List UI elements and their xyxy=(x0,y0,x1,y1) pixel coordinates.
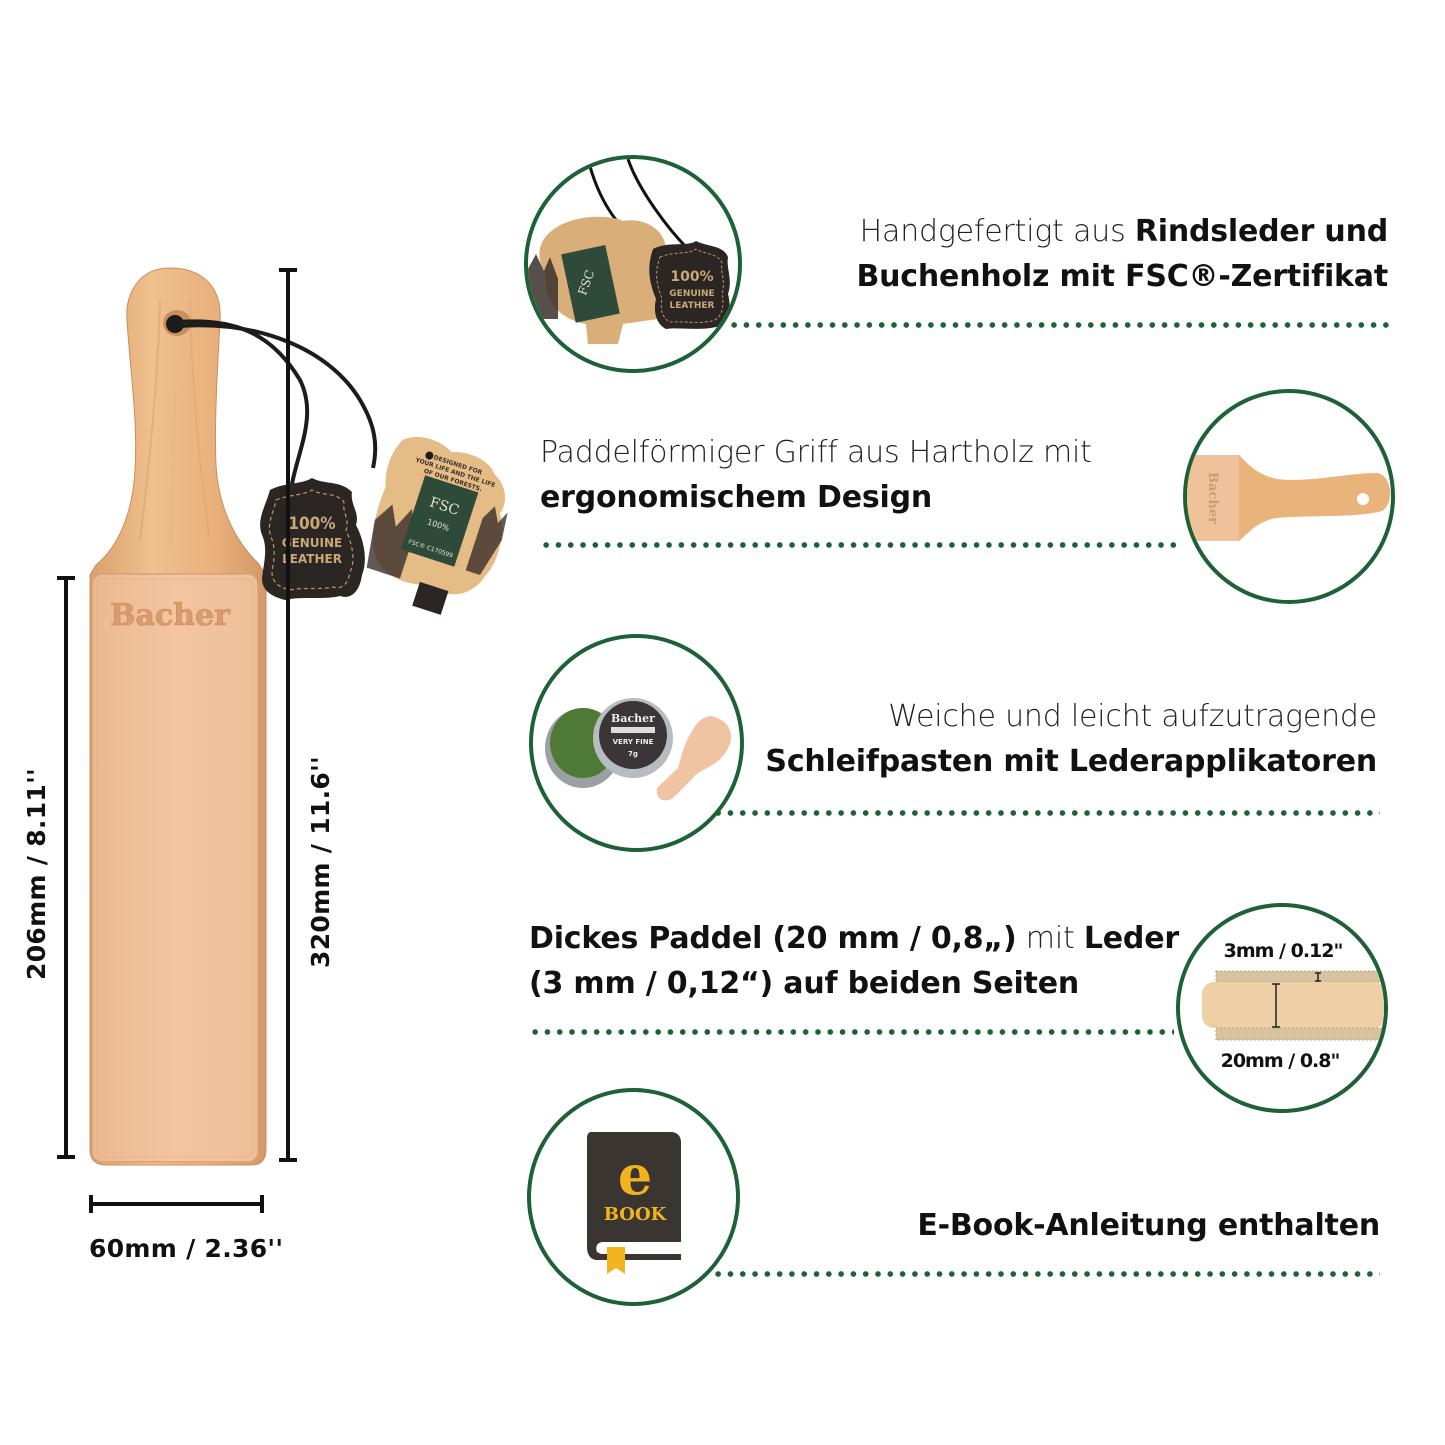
paddle-brand-emboss: Bacher xyxy=(110,598,231,633)
pastes-line2-bold: Schleifpasten mit Lederapplikatoren xyxy=(765,744,1377,779)
handle-feature-image: Bacher xyxy=(1183,389,1395,604)
materials-feature-text: Handgefertigt aus Rindsleder und Buchenh… xyxy=(668,209,1388,299)
fsc-tag: FSC 100% FSC® C170599 DESIGNED FOR YOUR … xyxy=(366,436,508,615)
dimension-line-total-length xyxy=(279,268,297,1162)
ebook-icon: e BOOK xyxy=(587,1132,681,1274)
thickness-line1-light: mit xyxy=(1016,921,1084,956)
leather-applicator xyxy=(656,716,732,801)
leather-length-label: 206mm / 8.11'' xyxy=(22,767,51,980)
dimension-line-leather-length xyxy=(57,576,75,1159)
materials-dotted-divider xyxy=(728,322,1392,328)
handle-brand-emboss: Bacher xyxy=(1205,472,1220,524)
wood-thickness-label: 20mm / 0.8" xyxy=(1221,1050,1340,1072)
pastes-dotted-divider xyxy=(712,810,1380,816)
strop-paddle-illustration: Bacher 100% GENUINE LEATHER FSC 100% FSC… xyxy=(57,267,508,1213)
handle-line2-bold: ergonomischem Design xyxy=(540,480,933,515)
total-length-label: 320mm / 11.6'' xyxy=(306,755,335,968)
pastes-feature-image: Bacher VERY FINE 7g xyxy=(529,634,744,852)
thickness-dotted-divider xyxy=(529,1029,1174,1035)
thickness-line2-bold: (3 mm / 0,12“) auf beiden Seiten xyxy=(529,966,1079,1001)
ebook-feature-text: E-Book-Anleitung enthalten xyxy=(660,1203,1380,1248)
genuine-leather-tag: 100% GENUINE LEATHER xyxy=(260,478,365,600)
leather-tag-line-3: LEATHER xyxy=(282,552,342,566)
paddle-cross-section-icon: 3mm / 0.12" 20mm / 0.8" xyxy=(1202,940,1384,1072)
leather-thickness-label: 3mm / 0.12" xyxy=(1224,940,1343,962)
tin-grade: VERY FINE xyxy=(613,738,654,746)
tin-brand: Bacher xyxy=(611,712,655,725)
feature-leather-tag-line-1: 100% xyxy=(670,269,713,285)
handle-feature-text: Paddelförmiger Griff aus Hartholz mit er… xyxy=(540,430,1180,520)
pastes-feature-text: Weiche und leicht aufzutragende Schleifp… xyxy=(657,694,1377,784)
leather-and-fsc-tags-icon: FSC 100% GENUINE LEATHER xyxy=(528,159,730,344)
ebook-feature-image: e BOOK xyxy=(527,1088,740,1306)
thickness-line1-bold-a: Dickes Paddel (20 mm / 0,8„) xyxy=(529,921,1017,956)
polishing-paste-tin-icon: Bacher VERY FINE 7g xyxy=(545,698,732,801)
ebook-line1-bold: E-Book-Anleitung enthalten xyxy=(917,1208,1380,1243)
leather-tag-line-2: GENUINE xyxy=(282,536,343,550)
ebook-letter: e xyxy=(618,1143,652,1207)
paddle-handle-icon: Bacher xyxy=(1187,455,1391,541)
tag-cord-2 xyxy=(177,323,378,469)
pastes-line1-light: Weiche und leicht aufzutragende xyxy=(888,699,1377,734)
ebook-word: BOOK xyxy=(604,1204,668,1225)
feature-leather-tag-line-3: LEATHER xyxy=(670,301,715,311)
thickness-line1-bold-b: Leder xyxy=(1083,921,1179,956)
materials-line2-bold: Buchenholz mit FSC®-Zertifikat xyxy=(856,259,1388,294)
width-label: 60mm / 2.36'' xyxy=(89,1234,284,1263)
materials-line1-bold: Rindsleder und xyxy=(1134,214,1388,249)
leather-strop-face xyxy=(91,573,259,1163)
handle-line1-light: Paddelförmiger Griff aus Hartholz mit xyxy=(540,435,1092,470)
thickness-feature-image: 3mm / 0.12" 20mm / 0.8" xyxy=(1176,903,1388,1113)
tin-weight: 7g xyxy=(628,750,638,758)
feature-leather-tag-line-2: GENUINE xyxy=(669,289,714,299)
ebook-dotted-divider xyxy=(712,1271,1380,1277)
materials-line1-light: Handgefertigt aus xyxy=(859,214,1135,249)
tag-cord xyxy=(177,319,310,501)
materials-feature-image: FSC 100% GENUINE LEATHER xyxy=(524,155,742,373)
dimension-line-width xyxy=(89,1195,264,1213)
leather-tag-line-1: 100% xyxy=(288,514,335,534)
thickness-feature-text: Dickes Paddel (20 mm / 0,8„) mit Leder (… xyxy=(529,916,1179,1006)
handle-dotted-divider xyxy=(540,542,1180,548)
